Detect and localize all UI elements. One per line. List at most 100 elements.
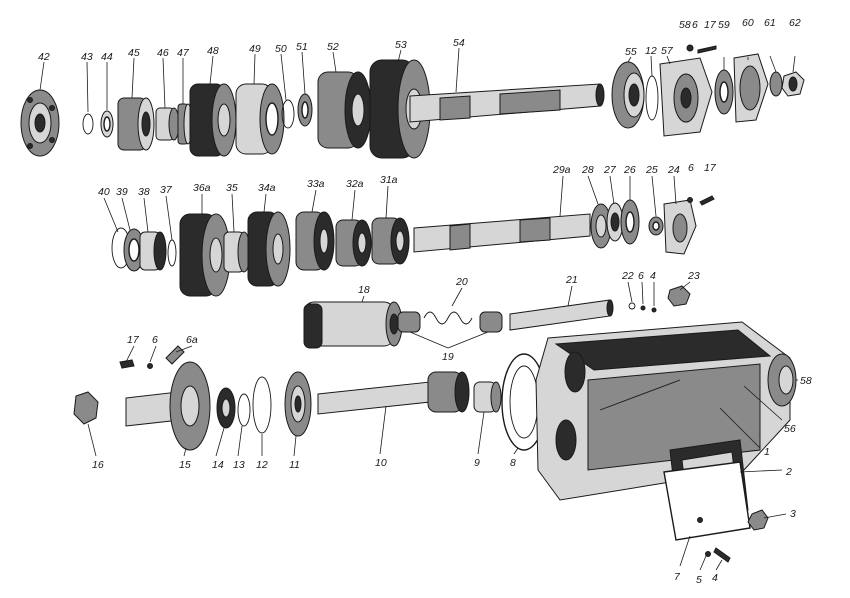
part-6-cotter-mid bbox=[687, 197, 693, 203]
part-6-cotter-bottom bbox=[147, 363, 153, 369]
label-43: 43 bbox=[81, 51, 93, 63]
label-31a: 31a bbox=[380, 174, 398, 186]
label-45: 45 bbox=[128, 47, 140, 59]
label-40: 40 bbox=[98, 186, 110, 198]
label-29a: 29a bbox=[552, 164, 571, 176]
part-19-bearings bbox=[397, 311, 503, 333]
label-6-upper: 6 bbox=[692, 19, 698, 31]
part-3-nut bbox=[747, 509, 769, 531]
label-53: 53 bbox=[395, 39, 407, 51]
part-61-washer bbox=[769, 71, 783, 97]
label-6-mid: 6 bbox=[688, 162, 694, 174]
label-62: 62 bbox=[789, 17, 801, 29]
part-26-cover bbox=[620, 199, 640, 245]
part-14-seal bbox=[216, 387, 236, 429]
part-35-bearing bbox=[223, 231, 251, 273]
label-61: 61 bbox=[764, 17, 776, 29]
label-44: 44 bbox=[101, 51, 113, 63]
part-48-gear bbox=[189, 83, 237, 157]
part-42-flange bbox=[20, 89, 60, 157]
label-58-upper: 58 bbox=[679, 19, 691, 31]
label-49: 49 bbox=[249, 43, 261, 55]
label-17-upper: 17 bbox=[704, 19, 717, 31]
label-50: 50 bbox=[275, 43, 287, 55]
label-4-upper: 4 bbox=[650, 270, 656, 282]
label-47: 47 bbox=[177, 47, 190, 59]
label-2: 2 bbox=[785, 466, 792, 478]
label-12-upper: 12 bbox=[645, 45, 657, 57]
part-17-pin-mid bbox=[699, 195, 715, 206]
label-34a: 34a bbox=[258, 182, 276, 194]
label-28: 28 bbox=[581, 164, 594, 176]
label-12-lower: 12 bbox=[256, 459, 268, 471]
label-39: 39 bbox=[116, 186, 128, 198]
part-4-bolt-upper bbox=[651, 307, 657, 313]
part-52-gear bbox=[317, 71, 372, 149]
part-59-seal bbox=[714, 69, 734, 115]
part-5-washer bbox=[705, 551, 711, 557]
label-5: 5 bbox=[696, 574, 702, 586]
part-12-circlip-upper bbox=[645, 75, 659, 121]
label-25: 25 bbox=[645, 164, 658, 176]
label-11: 11 bbox=[289, 459, 300, 471]
label-16: 16 bbox=[92, 459, 104, 471]
part-21-reverse-shaft bbox=[509, 299, 614, 331]
part-4-bolt-lower bbox=[713, 547, 731, 563]
part-34a-gear bbox=[247, 211, 291, 287]
label-8: 8 bbox=[510, 457, 516, 469]
part-25-nut bbox=[648, 216, 664, 236]
label-22: 22 bbox=[621, 270, 634, 282]
label-33a: 33a bbox=[307, 178, 325, 190]
part-17-pin-upper bbox=[697, 45, 717, 54]
label-51: 51 bbox=[296, 41, 308, 53]
part-17-pin-lower bbox=[119, 359, 135, 369]
label-10: 10 bbox=[375, 457, 387, 469]
label-6a: 6a bbox=[186, 334, 198, 346]
leader-lines bbox=[39, 47, 798, 571]
label-4-lower: 4 bbox=[712, 572, 718, 584]
label-38: 38 bbox=[138, 186, 150, 198]
label-6-lower: 6 bbox=[638, 270, 644, 282]
part-24-cap bbox=[663, 199, 697, 255]
label-24: 24 bbox=[667, 164, 680, 176]
label-56: 56 bbox=[784, 423, 796, 435]
label-32a: 32a bbox=[346, 178, 364, 190]
part-23-plug bbox=[667, 285, 691, 307]
part-55-bearing bbox=[611, 61, 645, 129]
part-45-gear bbox=[117, 97, 155, 151]
part-16-nut bbox=[73, 391, 99, 425]
label-59: 59 bbox=[718, 19, 730, 31]
part-1-gearbox-case bbox=[535, 321, 791, 501]
label-36a: 36a bbox=[193, 182, 211, 194]
part-28-bearing bbox=[590, 203, 612, 249]
label-9: 9 bbox=[474, 457, 480, 469]
part-44-washer bbox=[100, 110, 114, 138]
label-6-bottom: 6 bbox=[152, 334, 158, 346]
part-50-ring bbox=[281, 99, 295, 129]
part-29a-countershaft bbox=[413, 213, 591, 253]
part-31a-gear bbox=[371, 217, 410, 265]
label-35: 35 bbox=[226, 182, 238, 194]
label-60: 60 bbox=[742, 17, 754, 29]
part-18-reverse-gear bbox=[303, 301, 403, 349]
label-18: 18 bbox=[358, 284, 370, 296]
label-17-lower: 17 bbox=[127, 334, 140, 346]
label-58-lower: 58 bbox=[800, 375, 812, 387]
label-48: 48 bbox=[207, 45, 219, 57]
label-57: 57 bbox=[661, 45, 674, 57]
part-49-synchronizer bbox=[235, 83, 285, 155]
label-1: 1 bbox=[764, 446, 770, 458]
label-42: 42 bbox=[38, 51, 50, 63]
part-6-cotter-lower bbox=[640, 305, 646, 311]
part-36a-gear bbox=[179, 213, 231, 297]
part-37-ring bbox=[167, 239, 177, 267]
part-15-flange bbox=[125, 361, 211, 451]
part-6-cotter-upper bbox=[686, 44, 694, 52]
part-46-bearing bbox=[155, 107, 180, 141]
part-9-bearing bbox=[473, 381, 502, 413]
label-37: 37 bbox=[160, 184, 173, 196]
label-15: 15 bbox=[179, 459, 191, 471]
part-27-bearing bbox=[606, 202, 624, 242]
